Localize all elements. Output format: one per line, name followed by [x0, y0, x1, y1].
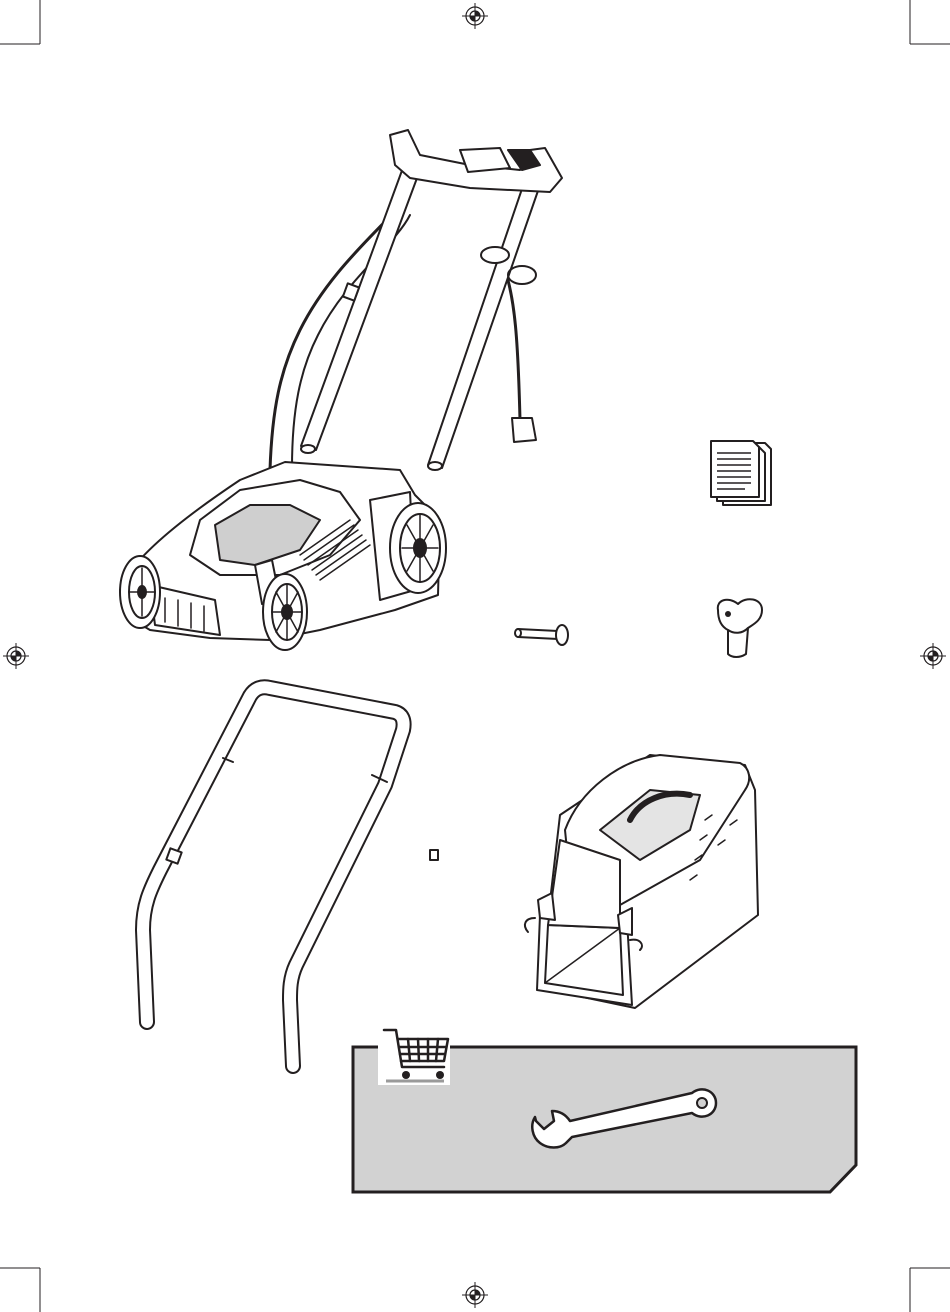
- accessory-panel: [340, 1025, 870, 1205]
- shopping-cart-icon: [378, 1025, 450, 1085]
